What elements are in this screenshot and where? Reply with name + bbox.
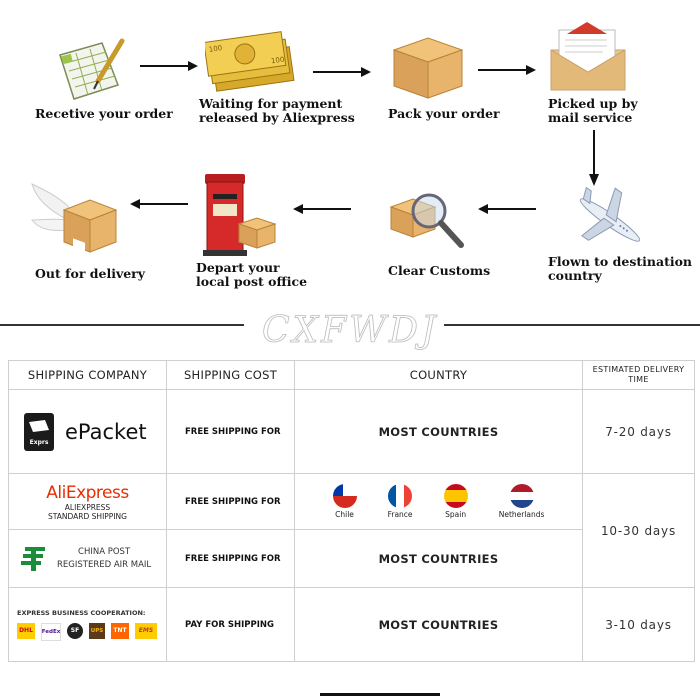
table-row-epacket: Exprs ePacket FREE SHIPPING FOR MOST COU… — [8, 389, 695, 474]
mailbox-icon — [203, 174, 277, 256]
step-label-receive: Recetive your order — [35, 106, 173, 121]
sf-logo-icon: SF — [67, 622, 83, 639]
step-label-postoffice: Depart your local post office — [196, 260, 308, 289]
flag-item-spain: Spain — [443, 484, 468, 519]
svg-text:100: 100 — [208, 44, 222, 54]
country-cell-epacket: MOST COUNTRIES — [294, 389, 583, 474]
flag-item-netherlands: Netherlands — [498, 484, 545, 519]
cost-cell-china-post: FREE SHIPPING FOR — [166, 529, 295, 588]
header-shipping-cost: SHIPPING COST — [166, 360, 295, 390]
ems-logo-icon: EMS — [135, 622, 157, 639]
carrier-cell-epacket: Exprs ePacket — [8, 389, 167, 474]
time-cell-express: 3-10 days — [582, 587, 695, 662]
fedex-logo-icon: FedEx — [41, 622, 61, 641]
cost-cell-aliexpress: FREE SHIPPING FOR — [166, 473, 295, 530]
cost-cell-epacket: FREE SHIPPING FOR — [166, 389, 295, 474]
china-post-icon — [21, 546, 45, 571]
envelope-icon — [550, 22, 626, 91]
step-label-pack: Pack your order — [388, 106, 500, 121]
divider-left — [0, 324, 244, 326]
table-row-china-post: CHINA POST REGISTERED AIR MAIL FREE SHIP… — [8, 529, 695, 588]
tnt-logo-icon: TNT — [111, 622, 129, 639]
time-cell-epacket: 7-20 days — [582, 389, 695, 474]
header-country: COUNTRY — [294, 360, 583, 390]
svg-text:100: 100 — [271, 56, 285, 66]
flag-label-france: France — [387, 510, 413, 519]
arrow-left-icon — [130, 199, 188, 209]
dhl-logo-icon: DHL — [17, 622, 35, 639]
winged-box-icon — [30, 183, 118, 253]
shipping-table: SHIPPING COMPANY SHIPPING COST COUNTRY E… — [8, 360, 695, 662]
arrow-down-icon — [589, 130, 599, 186]
flag-label-spain: Spain — [445, 510, 467, 519]
table-header-row: SHIPPING COMPANY SHIPPING COST COUNTRY E… — [8, 360, 695, 390]
bottom-divider — [320, 693, 440, 696]
express-cooperation-title: EXPRESS BUSINESS COOPERATION: — [17, 608, 146, 617]
country-cell-china-post: MOST COUNTRIES — [294, 529, 583, 588]
carrier-cell-china-post: CHINA POST REGISTERED AIR MAIL — [8, 529, 167, 588]
express-carrier-logos: DHL FedEx SF UPS TNT EMS — [17, 622, 166, 641]
header-shipping-company: SHIPPING COMPANY — [8, 360, 167, 390]
usps-express-icon: Exprs — [24, 412, 54, 451]
arrow-right-icon — [140, 61, 198, 71]
carrier-cell-express: EXPRESS BUSINESS COOPERATION: DHL FedEx … — [8, 587, 167, 662]
box-icon — [392, 37, 464, 99]
country-cell-aliexpress: Chile France — [294, 473, 583, 530]
aliexpress-logo: AliExpress — [46, 482, 129, 503]
arrow-left-icon — [293, 204, 351, 214]
flag-label-netherlands: Netherlands — [498, 510, 545, 519]
time-cell-aliexpress-chinapost: 10-30 days — [582, 473, 695, 588]
order-form-icon — [59, 38, 125, 100]
epacket-label: ePacket — [65, 419, 147, 444]
step-label-customs: Clear Customs — [388, 263, 491, 278]
france-flag-icon — [388, 484, 413, 508]
airplane-icon — [579, 186, 641, 242]
flag-item-france: France — [388, 484, 413, 519]
magnifier-box-icon — [389, 193, 464, 248]
arrow-right-icon — [478, 65, 536, 75]
divider-right — [444, 324, 700, 326]
flag-item-chile: Chile — [332, 484, 357, 519]
ups-logo-icon: UPS — [89, 622, 105, 639]
brand-watermark: CXFWDJ — [262, 310, 439, 352]
step-label-pickup: Picked up by mail service — [548, 96, 638, 125]
spain-flag-icon — [443, 484, 468, 508]
aliexpress-sub1: ALIEXPRESS — [64, 502, 111, 512]
money-icon: 100 100 — [205, 31, 295, 92]
chile-flag-icon — [332, 484, 357, 508]
table-row-express: EXPRESS BUSINESS COOPERATION: DHL FedEx … — [8, 587, 695, 662]
aliexpress-sub2: STANDARD SHIPPING — [48, 511, 127, 521]
netherlands-flag-icon — [509, 484, 534, 508]
carrier-cell-aliexpress: AliExpress ALIEXPRESS STANDARD SHIPPING — [8, 473, 167, 530]
flag-label-chile: Chile — [335, 510, 354, 519]
header-estimated-delivery: ESTIMATED DELIVERY TIME — [582, 360, 695, 390]
svg-text:Exprs: Exprs — [30, 439, 49, 446]
country-cell-express: MOST COUNTRIES — [294, 587, 583, 662]
china-post-line1: CHINA POST — [78, 546, 131, 557]
step-label-delivery: Out for delivery — [35, 266, 146, 281]
cost-cell-express: PAY FOR SHIPPING — [166, 587, 295, 662]
table-row-aliexpress: AliExpress ALIEXPRESS STANDARD SHIPPING … — [8, 473, 695, 588]
step-label-payment: Waiting for payment released by Aliexpre… — [199, 96, 355, 125]
step-label-flown: Flown to destination country — [548, 254, 693, 283]
arrow-left-icon — [478, 204, 536, 214]
china-post-line2: REGISTERED AIR MAIL — [57, 559, 152, 570]
arrow-right-icon — [313, 67, 371, 77]
